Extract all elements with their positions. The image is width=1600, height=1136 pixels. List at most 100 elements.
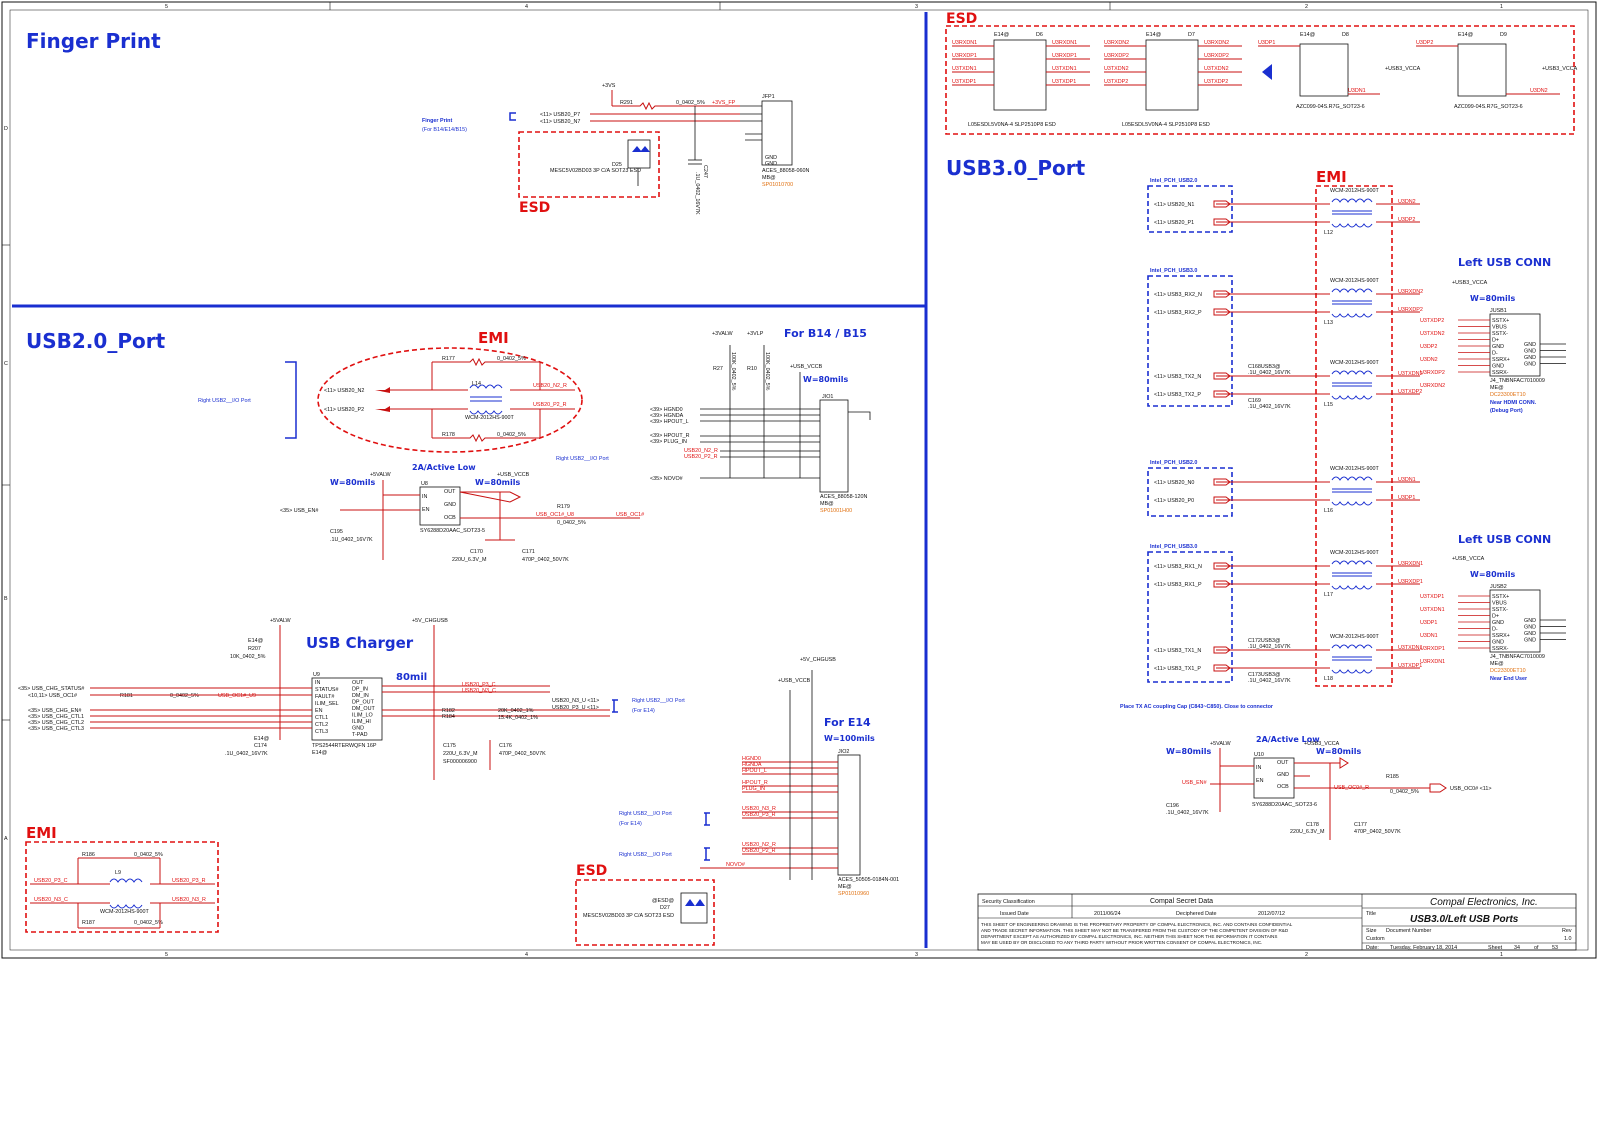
- u8-out: OUT: [444, 489, 456, 495]
- usb20-emi-label: EMI: [478, 329, 509, 347]
- usb30-cap: C173USB3@: [1248, 672, 1280, 678]
- left-conn1-w80: W=80mils: [1470, 294, 1515, 303]
- usb30-emi-column: [1315, 185, 1393, 687]
- left-conn1-note2: (Debug Port): [1490, 408, 1523, 414]
- u9-pin-right: OUT: [352, 680, 364, 686]
- fp-jfp1-mb: MB@: [762, 175, 776, 181]
- zone-col-2: 2: [1305, 4, 1308, 10]
- b14-r27: R27: [713, 366, 723, 372]
- u10-chip: [1253, 757, 1295, 799]
- usb30-section: USB3.0_Port EMI Intel_PCH_USB2.0<11> USB…: [946, 156, 1423, 710]
- zone-col-1: 1: [1500, 4, 1503, 10]
- fp-net-p: <11> USB20_P7: [540, 112, 580, 118]
- usb30-out-net: U3TXDP2: [1398, 389, 1422, 395]
- fp-jfp1-gnd2: GND: [765, 161, 777, 167]
- usb30-choke-part: WCM-2012HS-900T: [1330, 188, 1380, 194]
- usb30-pch-box: [1147, 275, 1233, 407]
- u10-en: USB_EN#: [1182, 780, 1207, 786]
- emi-r187-val: 0_0402_5%: [134, 920, 163, 926]
- tb-of-label: of: [1534, 945, 1539, 951]
- esd-d8-dn1: U3DN1: [1348, 88, 1366, 94]
- charger-c175: C175: [443, 743, 456, 749]
- conn-gnd: GND: [1524, 355, 1536, 361]
- u8-active-low: 2A/Active Low: [412, 463, 476, 472]
- usb20-title: USB2.0_Port: [26, 329, 166, 353]
- tb-deciphered-date: 2012/07/12: [1258, 911, 1285, 917]
- usb30-out-net: U3DN2: [1398, 199, 1416, 205]
- tb-disclaimer-1: THIS SHEET OF ENGINEERING DRAWING IS THE…: [981, 922, 1293, 927]
- fp-jfp1-gnd1: GND: [765, 155, 777, 161]
- u10-c177: C177: [1354, 822, 1367, 828]
- usb30-out-net: U3TXDP1: [1398, 663, 1422, 669]
- jio1-mb: MB@: [820, 501, 834, 507]
- u10-r185: R185: [1386, 774, 1399, 780]
- charger-right-io: Right USB2__I/O Port: [632, 698, 685, 704]
- jio2-connector: [837, 754, 861, 876]
- left-conn2-me: ME@: [1490, 661, 1504, 667]
- u8-oc: OCB: [444, 515, 456, 521]
- usb30-out-net: U3RXDN2: [1398, 289, 1423, 295]
- left-conn1-title: Left USB CONN: [1458, 256, 1551, 269]
- jio2-me: ME@: [838, 884, 852, 890]
- usb30-choke-ref: L15: [1324, 402, 1333, 408]
- usb30-net: <11> USB20_P1: [1154, 220, 1194, 226]
- jio2-hgnda: HGNDA: [742, 762, 762, 768]
- tb-disclaimer-2: AND TRADE SECRET INFORMATION. THIS SHEET…: [981, 928, 1289, 933]
- usb30-pch-label: Intel_PCH_USB2.0: [1150, 178, 1197, 184]
- zone-col-4: 4: [525, 4, 528, 10]
- e14-rail2: +USB_VCCB: [778, 678, 811, 684]
- conn-net: U3DP1: [1420, 620, 1437, 626]
- conn-net: U3TXDN2: [1420, 331, 1445, 337]
- esd-top-label: ESD: [946, 11, 977, 27]
- e14-d27-opt: @ESD@: [652, 898, 674, 904]
- zone-col-3: 3: [915, 4, 918, 10]
- finger-print-section: Finger Print +3VS R291 0_0402_5% +3VS_FP…: [26, 29, 809, 216]
- u8-gnd: GND: [444, 502, 456, 508]
- zone-row-d: D: [4, 126, 8, 132]
- left-conn1-ref: JUSB1: [1490, 308, 1507, 314]
- emi-l9-part: WCM-2012HS-900T: [100, 909, 150, 915]
- e14-esd-box: [575, 879, 715, 946]
- emi-bottom-section: EMI R186 0_0402_5% R187 0_0402_5% L9 WCM…: [25, 824, 219, 933]
- fp-r291: R291: [620, 100, 633, 106]
- usb30-note: Place TX AC coupling Cap (C843~C850). Cl…: [1120, 704, 1274, 710]
- charger-c175-sp: SF000006900: [443, 759, 477, 765]
- left-conn-2-section: Left USB CONN +USB_VCCA W=80mils JUSB2 S…: [1420, 533, 1566, 682]
- usb30-net: <11> USB20_N0: [1154, 480, 1194, 486]
- conn-net: U3DN2: [1420, 357, 1438, 363]
- left-conn1-note1: Near HDMI CONN.: [1490, 400, 1537, 406]
- usb-charger-section: USB Charger 80mil +5VALW +5V_CHGUSB E14@…: [18, 618, 685, 780]
- u9-pin-left: CTL2: [315, 722, 328, 728]
- u10-c177-val: 470P_0402_50V7K: [1354, 829, 1401, 835]
- zone-row-c: C: [4, 361, 8, 367]
- usb30-out-net: U3DP2: [1398, 217, 1415, 223]
- u10-w80b: W=80mils: [1316, 747, 1361, 756]
- usb30-cap-val: .1U_0402_16V7K: [1248, 370, 1291, 376]
- u10-section: 2A/Active Low W=80mils W=80mils +5VALW +…: [1166, 735, 1492, 840]
- tb-size-label: Size: [1366, 928, 1377, 934]
- e14-title: For E14: [824, 716, 871, 729]
- conn-pin: SSRX+: [1492, 357, 1510, 363]
- charger-c176-val: 470P_0402_50V7K: [499, 751, 546, 757]
- u9-pin-right: DP_IN: [352, 687, 368, 693]
- fp-connector-jfp1: [761, 100, 793, 166]
- tb-title: USB3.0/Left USB Ports: [1410, 914, 1519, 925]
- fp-esd-label: ESD: [519, 200, 550, 216]
- usb30-net: <11> USB3_TX1_P: [1154, 666, 1201, 672]
- jio1-part: ACES_88058-120N: [820, 494, 867, 500]
- esd-d7-net3l: U3TXDN2: [1104, 66, 1129, 72]
- u8-ref: U8: [421, 481, 428, 487]
- u8-c171-val: 470P_0402_50V7K: [522, 557, 569, 563]
- esd-d6: [993, 39, 1047, 111]
- b14-title: For B14 / B15: [784, 327, 867, 340]
- u9-pin-right: ILIM_HI: [352, 719, 371, 725]
- charger-c174-e14: E14@: [254, 736, 269, 742]
- usb30-choke-part: WCM-2012HS-900T: [1330, 634, 1380, 640]
- esd-d7-net4l: U3TXDP2: [1104, 79, 1128, 85]
- usb30-choke-ref: L16: [1324, 508, 1333, 514]
- zone-col-1-bottom: 1: [1500, 952, 1503, 958]
- usb20-r178: R178: [442, 432, 455, 438]
- usb30-choke-ref: L18: [1324, 676, 1333, 682]
- usb30-choke-part: WCM-2012HS-900T: [1330, 466, 1380, 472]
